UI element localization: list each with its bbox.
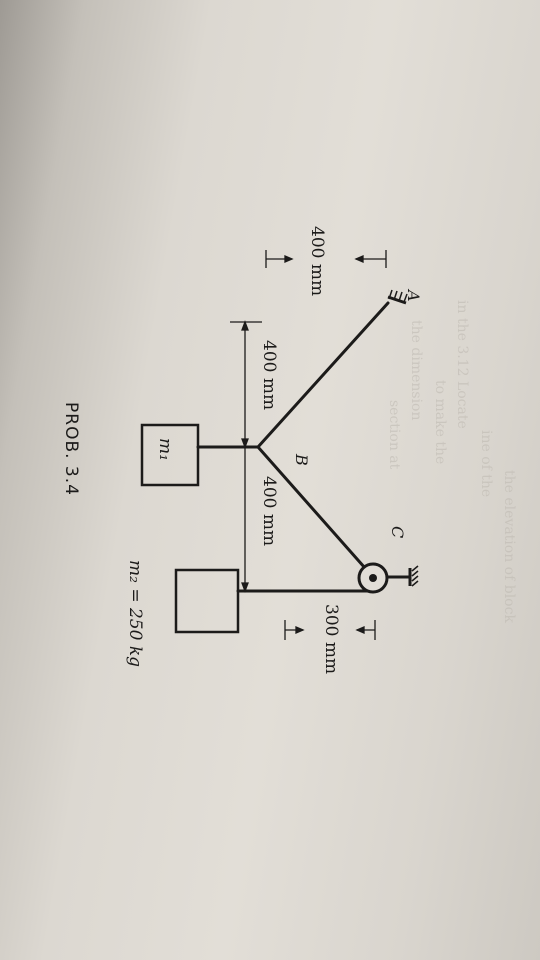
dimension-c-vertical: [284, 620, 376, 640]
point-a-label: A: [404, 288, 423, 302]
dim-right-horizontal-label: 400 mm: [259, 476, 279, 546]
bleed-text-4: to make the: [432, 380, 448, 464]
support-a-hatch: [387, 289, 408, 305]
cables: [196, 301, 390, 593]
pulley-c: [357, 562, 389, 594]
bleed-text-1: the elevation of block: [501, 470, 517, 623]
mass-m2-label: m₂ = 250 kg: [125, 560, 145, 667]
figure-caption: PROB. 3.4: [61, 402, 81, 496]
mass-m1-label: m₁: [155, 438, 175, 461]
bleed-through-text: the elevation of block ine of the in the…: [386, 300, 517, 623]
point-b-label: B: [292, 453, 311, 466]
dim-a-vertical-label: 400 mm: [307, 226, 327, 296]
bleed-text-5: the dimension: [408, 320, 424, 421]
dimension-right-horizontal: [241, 447, 249, 593]
dim-c-vertical-label: 300 mm: [321, 604, 341, 674]
cable-ab: [256, 301, 390, 449]
dim-left-horizontal-label: 400 mm: [259, 340, 279, 410]
dimension-a-vertical: [265, 250, 387, 268]
bleed-text-6: section at: [386, 400, 402, 470]
bleed-text-2: ine of the: [478, 430, 494, 497]
mass-m2-box: [174, 568, 240, 634]
cable-bc: [256, 445, 367, 570]
bleed-text-3: in the 3.12 Locate: [454, 300, 470, 429]
dimension-left-horizontal: [230, 320, 262, 449]
mass-m1-box: [140, 423, 200, 487]
point-c-label: C: [388, 526, 407, 538]
